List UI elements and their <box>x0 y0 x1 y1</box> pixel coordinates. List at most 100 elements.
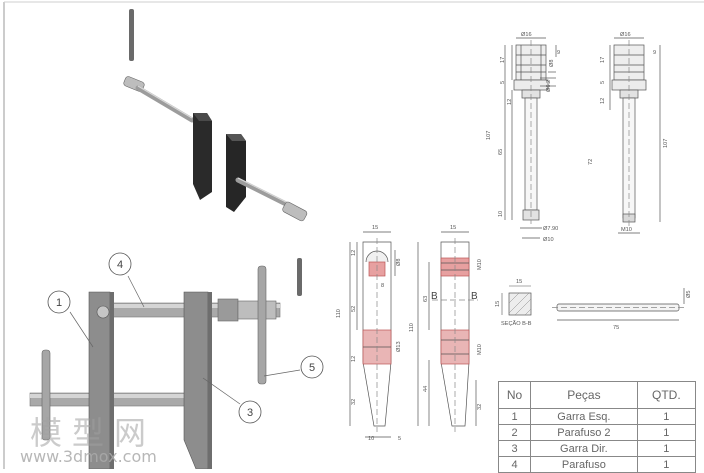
dim: 44 <box>423 386 429 392</box>
assembly-pin <box>297 258 302 296</box>
dim: M10 <box>477 259 483 270</box>
dim: 107 <box>486 131 492 140</box>
dim: 107 <box>663 139 669 148</box>
dim: Ø8 <box>549 60 555 67</box>
screw-view-right-dims: Ø16 9 17 5 12 72 107 M10 <box>588 32 669 233</box>
exploded-view <box>123 9 308 222</box>
table-row: 3 Garra Dir. 1 <box>497 440 697 457</box>
balloon-label: 4 <box>117 259 123 271</box>
section-view-dims: 15 15 SEÇÃO B-B <box>495 279 532 327</box>
dim: 110 <box>336 309 342 318</box>
dim: 5 <box>500 81 506 84</box>
exploded-screw-upper <box>123 76 195 123</box>
dim: 15 <box>516 279 522 285</box>
dim: 32 <box>351 399 357 405</box>
dim: 17 <box>600 57 606 63</box>
dim: Ø7.90 <box>543 226 558 232</box>
balloon-3 <box>238 400 262 424</box>
balloon-label: 5 <box>309 362 315 374</box>
dim: 9 <box>557 50 560 56</box>
exploded-pin <box>129 9 134 61</box>
dim: 10 <box>498 211 504 217</box>
row-no: 2 <box>497 424 532 441</box>
dim: Ø10 <box>543 237 554 243</box>
section-marker: B <box>471 291 478 302</box>
header-parts: Peças <box>530 381 638 409</box>
dim: 5 <box>398 436 401 442</box>
dim: Ø16 <box>620 32 631 38</box>
table-header-row: No Peças QTD. <box>497 381 697 409</box>
table-row: 2 Parafuso 2 1 <box>497 424 697 441</box>
exploded-screw-lower <box>235 177 308 222</box>
assembled-view <box>29 258 302 469</box>
row-qty: 1 <box>636 408 697 425</box>
row-name: Garra Dir. <box>530 440 638 457</box>
row-qty: 1 <box>636 440 697 457</box>
dim: 12 <box>351 356 357 362</box>
dim: 65 <box>498 149 504 155</box>
watermark-url: www.3dmox.com <box>20 447 157 466</box>
table-row: 1 Garra Esq. 1 <box>497 408 697 425</box>
row-name: Parafuso <box>530 456 638 473</box>
exploded-jaw-left <box>193 113 212 200</box>
row-qty: 1 <box>636 456 697 473</box>
dim: 32 <box>477 404 483 410</box>
dim: M10 <box>477 344 483 355</box>
jaw-view-right <box>417 231 478 432</box>
section-markers: B B <box>431 291 478 302</box>
dim: 8 <box>381 283 384 289</box>
dim: 15 <box>450 225 456 231</box>
balloon-5 <box>300 355 324 379</box>
pin-view <box>552 288 685 321</box>
dim: 72 <box>588 159 594 165</box>
jaw-view-left <box>349 231 396 438</box>
dim: 12 <box>507 99 513 105</box>
dim: 110 <box>409 323 415 332</box>
balloon-label: 3 <box>247 407 253 419</box>
dim: 75 <box>613 325 619 331</box>
dim: 52 <box>351 306 357 312</box>
dim: Ø16 <box>521 32 532 38</box>
dim: 12 <box>600 98 606 104</box>
row-name: Garra Esq. <box>530 408 638 425</box>
balloon-label: 1 <box>56 297 62 309</box>
screw-view-top-dims: Ø16 9 17 Ø8 5 12 Ø6.2 107 65 10 Ø7.90 Ø1… <box>486 32 560 243</box>
assembly-t-handle <box>257 265 267 385</box>
exploded-jaw-right <box>226 134 246 212</box>
pin-view-dims: Ø5 75 <box>613 291 692 331</box>
dim: 9 <box>653 50 656 56</box>
row-no: 1 <box>497 408 532 425</box>
section-label: SEÇÃO B-B <box>501 320 532 327</box>
assembly-t-handle-lower <box>41 349 51 441</box>
dim: 17 <box>500 57 506 63</box>
section-marker: B <box>431 291 438 302</box>
parts-list-table: No Peças QTD. 1 Garra Esq. 1 2 Parafuso … <box>497 381 697 473</box>
assembly-jaw-right <box>183 291 209 469</box>
jaw-view-right-dims: 15 M10 63 110 M10 44 32 <box>409 225 483 410</box>
watermark-logo: 模型网 <box>30 414 157 452</box>
header-qty: QTD. <box>636 381 697 409</box>
header-no: No <box>497 381 532 409</box>
section-view <box>501 285 532 316</box>
dim: 63 <box>423 296 429 302</box>
dim: Ø6.2 <box>546 80 552 92</box>
dim: Ø8 <box>396 259 402 266</box>
row-name: Parafuso 2 <box>530 424 638 441</box>
dim: 15 <box>372 225 378 231</box>
balloon-1 <box>47 290 71 314</box>
screw-view-top <box>504 37 557 239</box>
dim: 5 <box>600 81 606 84</box>
row-no: 4 <box>497 456 532 473</box>
dim: Ø13 <box>396 341 402 352</box>
dim: 12 <box>351 250 357 256</box>
jaw-view-left-dims: 15 12 Ø8 8 110 52 12 Ø13 32 10 5 <box>336 225 402 442</box>
dim: 10 <box>368 436 374 442</box>
dim: M10 <box>621 227 632 233</box>
dim: 15 <box>495 301 501 307</box>
table-row: 4 Parafuso 1 <box>497 456 697 473</box>
row-qty: 1 <box>636 424 697 441</box>
dim: Ø5 <box>686 291 692 298</box>
row-no: 3 <box>497 440 532 457</box>
balloons: 1 4 3 5 <box>47 252 324 424</box>
